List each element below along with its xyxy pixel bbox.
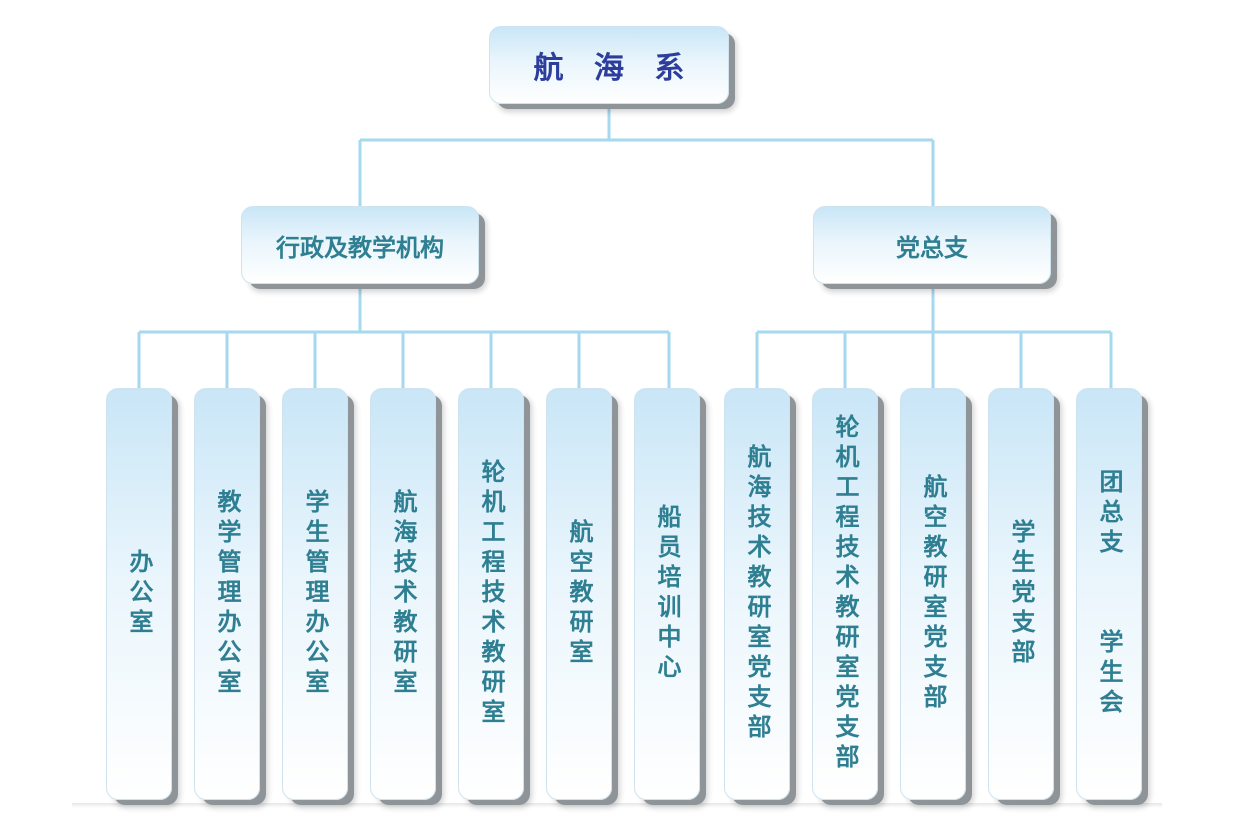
- leaf-label: 轮机工程技术教研室党支部: [831, 414, 860, 774]
- group-label-party: 党总支: [896, 232, 968, 262]
- leaf-node-student-office: 学生管理办公室: [282, 388, 348, 800]
- leaf-label: 教学管理办公室: [213, 489, 242, 699]
- leaf-node-office: 办公室: [106, 388, 172, 800]
- leaf-node-aviation-party-branch: 航空教研室党支部: [900, 388, 966, 800]
- leaf-label: 学生管理办公室: [301, 489, 330, 699]
- floor-shadow: [72, 803, 1162, 808]
- leaf-node-teaching-office: 教学管理办公室: [194, 388, 260, 800]
- leaf-label: 学生党支部: [1007, 519, 1036, 669]
- root-node: 航 海 系: [489, 26, 729, 104]
- leaf-node-youth-league-student-union: 团总支 学生会: [1076, 388, 1142, 800]
- leaf-node-navigation-party-branch: 航海技术教研室党支部: [724, 388, 790, 800]
- leaf-node-aviation-dept: 航空教研室: [546, 388, 612, 800]
- leaf-node-marine-engineering-dept: 轮机工程技术教研室: [458, 388, 524, 800]
- leaf-label: 航海技术教研室: [389, 489, 418, 699]
- leaf-label: 办公室: [125, 549, 154, 639]
- leaf-label: 团总支 学生会: [1095, 469, 1124, 719]
- group-node-party: 党总支: [813, 206, 1051, 284]
- leaf-label: 轮机工程技术教研室: [477, 459, 506, 729]
- leaf-label: 船员培训中心: [653, 504, 682, 684]
- leaf-label: 航空教研室: [565, 519, 594, 669]
- leaf-label: 航空教研室党支部: [919, 474, 948, 714]
- group-node-admin: 行政及教学机构: [241, 206, 479, 284]
- leaf-node-crew-training: 船员培训中心: [634, 388, 700, 800]
- leaf-node-navigation-dept: 航海技术教研室: [370, 388, 436, 800]
- group-label-admin: 行政及教学机构: [276, 232, 444, 262]
- leaf-node-student-party-branch: 学生党支部: [988, 388, 1054, 800]
- root-label: 航 海 系: [533, 51, 695, 86]
- leaf-node-marine-party-branch: 轮机工程技术教研室党支部: [812, 388, 878, 800]
- leaf-label: 航海技术教研室党支部: [743, 444, 772, 744]
